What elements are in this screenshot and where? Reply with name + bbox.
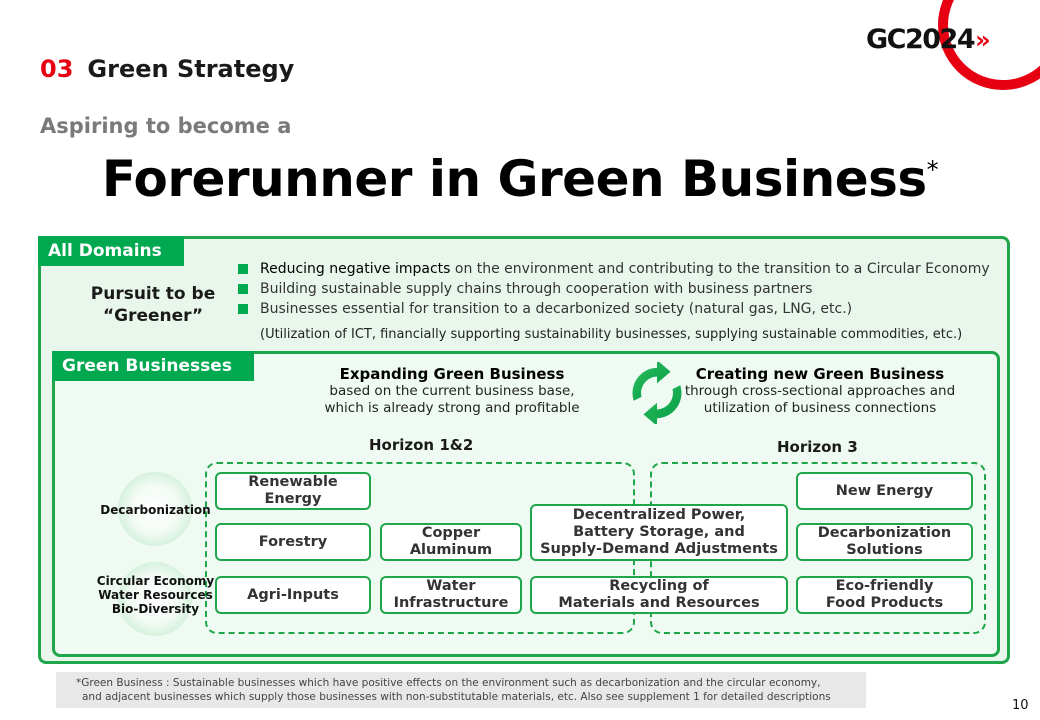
square-bullet-icon [238, 304, 248, 314]
box-line: Renewable [248, 474, 338, 490]
box-line: Aluminum [409, 542, 493, 558]
logo-text: GC2024 [866, 24, 976, 55]
decarbonization-circle [118, 472, 192, 546]
horizon-3-label: Horizon 3 [777, 438, 858, 456]
bullet-item: Building sustainable supply chains throu… [238, 279, 990, 299]
circular-economy-circle [118, 562, 192, 636]
theme-line: Bio-Diversity [111, 602, 200, 616]
box-line: Battery Storage, and [573, 524, 745, 540]
pursuit-line-1: Pursuit to be [90, 284, 216, 304]
business-box-forestry: Forestry [215, 523, 371, 561]
square-bullet-icon [238, 284, 248, 294]
box-line: Water [426, 578, 476, 594]
theme-line: Water Resources [98, 588, 213, 602]
section-title: Green Strategy [87, 55, 295, 83]
theme-circular-economy: Circular Economy Water Resources Bio-Div… [83, 574, 228, 616]
box-line: Solutions [846, 542, 923, 558]
horizon-1-2-label: Horizon 1&2 [369, 436, 474, 454]
bullet-text: Building sustainable supply chains throu… [260, 281, 813, 297]
theme-decarbonization: Decarbonization [100, 503, 211, 517]
expanding-line-2: which is already strong and profitable [324, 400, 580, 416]
box-line: Materials and Resources [558, 595, 760, 611]
box-line: New Energy [835, 482, 934, 499]
pursuit-label: Pursuit to be “Greener” [77, 283, 229, 327]
expanding-green-business: Expanding Green Business based on the cu… [307, 366, 597, 417]
all-domains-bullets: Reducing negative impacts on the environ… [238, 259, 990, 319]
gc2024-logo: GC2024» [866, 24, 990, 55]
box-line: Energy [264, 491, 322, 507]
logo-ring [938, 0, 1040, 90]
business-box-decentralized-power: Decentralized Power,Battery Storage, and… [530, 504, 788, 561]
page-headline: Forerunner in Green Business* [0, 150, 1040, 208]
box-line: Supply-Demand Adjustments [540, 541, 778, 557]
business-box-agri-inputs: Agri-Inputs [215, 576, 371, 614]
box-line: Infrastructure [393, 595, 509, 611]
all-domains-tag: All Domains [38, 236, 184, 266]
bullet-text: Businesses essential for transition to a… [260, 301, 853, 317]
section-heading: 03 Green Strategy [40, 55, 294, 83]
bullet-item: Businesses essential for transition to a… [238, 299, 990, 319]
bullet-item: Reducing negative impacts on the environ… [238, 259, 990, 279]
page-number: 10 [1012, 698, 1029, 713]
bullet-emphasis: Reducing negative impacts [260, 261, 451, 277]
green-businesses-panel: Green Businesses Expanding Green Busines… [52, 351, 1000, 657]
headline-footnote-mark: * [926, 156, 939, 184]
footnote: *Green Business : Sustainable businesses… [56, 672, 866, 708]
subtitle: Aspiring to become a [40, 114, 292, 138]
box-line: Decentralized Power, [572, 507, 746, 523]
box-line: Food Products [825, 595, 944, 611]
expanding-title: Expanding Green Business [339, 365, 565, 383]
green-businesses-tag: Green Businesses [52, 351, 254, 381]
box-line: Decarbonization [817, 525, 952, 541]
theme-line: Circular Economy [96, 574, 215, 588]
box-line: Recycling of [609, 578, 709, 594]
footnote-line-1: *Green Business : Sustainable businesses… [76, 677, 821, 689]
box-line: Forestry [258, 533, 328, 550]
footnote-line-2: and adjacent businesses which supply tho… [82, 691, 831, 703]
creating-title: Creating new Green Business [695, 365, 945, 383]
all-domains-panel: All Domains Pursuit to be “Greener” Redu… [38, 236, 1010, 664]
section-number: 03 [40, 55, 74, 83]
square-bullet-icon [238, 264, 248, 274]
box-line: Agri-Inputs [247, 586, 339, 603]
expanding-line-1: based on the current business base, [329, 383, 575, 399]
box-line: Eco-friendly [835, 578, 934, 594]
creating-line-2: utilization of business connections [703, 400, 937, 416]
box-line: Copper [421, 525, 481, 541]
pursuit-line-2: “Greener” [102, 306, 204, 326]
creating-new-green-business: Creating new Green Business through cros… [675, 366, 965, 417]
headline-text: Forerunner in Green Business [101, 150, 927, 208]
double-chevron-icon: » [975, 26, 990, 54]
recycle-arrows-icon [632, 362, 682, 424]
business-box-new-energy: New Energy [796, 472, 973, 510]
creating-line-1: through cross-sectional approaches and [684, 383, 956, 399]
all-domains-note: (Utilization of ICT, financially support… [260, 327, 963, 342]
bullet-text: on the environment and contributing to t… [450, 261, 990, 277]
